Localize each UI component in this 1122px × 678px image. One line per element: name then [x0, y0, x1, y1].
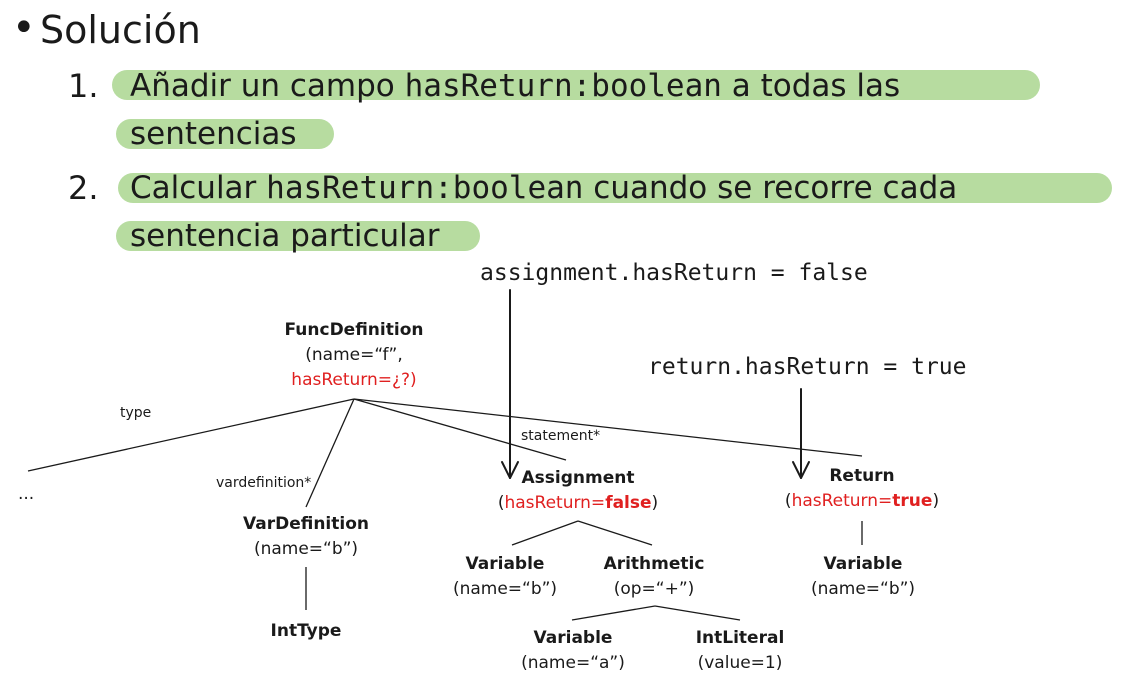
step-1-line2: sentencias: [130, 116, 297, 152]
node-intliteral-name: IntLiteral: [695, 628, 785, 648]
node-assignment-attr: (hasReturn=false): [497, 493, 659, 513]
edge-assign-arith: [577, 520, 653, 546]
step-2-line1-code: hasReturn:boolean: [266, 170, 584, 206]
edge-vardefinition: [305, 398, 355, 508]
node-inttype: IntType: [246, 619, 366, 644]
node-vardefinition: VarDefinition (name=“b”): [226, 512, 386, 562]
node-variable-a-attr: (name=“a”): [521, 653, 625, 673]
node-intliteral: IntLiteral (value=1): [680, 626, 800, 676]
node-variable-a-name: Variable: [533, 628, 613, 648]
highlight-step1-line2: [116, 119, 334, 149]
step-1-line1-pre: Añadir un campo: [130, 68, 405, 104]
step-2-line1: Calcular hasReturn:boolean cuando se rec…: [130, 166, 957, 210]
arrow-assignment-head: [501, 461, 519, 479]
node-funcdefinition: FuncDefinition (name=“f”, hasReturn=¿?): [254, 318, 454, 393]
step-1-line1-post: a todas las: [721, 68, 901, 104]
edge-statement-return: [353, 398, 863, 457]
node-inttype-name: IntType: [270, 621, 342, 641]
node-assignment: Assignment (hasReturn=false): [488, 466, 668, 516]
node-arithmetic-attr: (op=“+”): [613, 579, 695, 599]
step-1-line1-code: hasReturn:boolean: [404, 68, 722, 104]
step-2-line1-pre: Calcular: [130, 170, 267, 206]
node-vardefinition-attr: (name=“b”): [253, 539, 359, 559]
edge-label-type: type: [120, 405, 152, 421]
step-2-number: 2.: [68, 169, 99, 207]
return-annotation: return.hasReturn = true: [648, 354, 967, 380]
edge-statement-assignment: [353, 398, 567, 461]
node-variable-b-assign: Variable (name=“b”): [440, 552, 570, 602]
node-ellipsis: ...: [18, 484, 35, 504]
node-funcdefinition-name: FuncDefinition: [284, 320, 424, 340]
node-return-attr: (hasReturn=true): [784, 491, 940, 511]
node-return: Return (hasReturn=true): [782, 464, 942, 514]
node-arithmetic-name: Arithmetic: [603, 554, 705, 574]
node-vardefinition-name: VarDefinition: [243, 514, 369, 534]
highlight-step2-line1: [118, 173, 1112, 203]
edge-label-statement: statement*: [521, 428, 601, 444]
highlight-step2-line2: [116, 221, 480, 251]
node-variable-b-assign-attr: (name=“b”): [452, 579, 558, 599]
node-variable-b-assign-name: Variable: [465, 554, 545, 574]
step-2-line2: sentencia particular: [130, 218, 440, 254]
node-return-name: Return: [829, 466, 895, 486]
heading-bullet: •: [12, 5, 36, 51]
step-1-line1: Añadir un campo hasReturn:boolean a toda…: [130, 64, 900, 108]
step-2-line1-post: cuando se recorre cada: [583, 170, 958, 206]
arrow-return-head: [792, 461, 810, 479]
node-intliteral-attr: (value=1): [697, 653, 783, 673]
edge-arith-vara: [571, 605, 656, 621]
edge-arith-intlit: [654, 605, 741, 621]
edge-label-vardefinition: vardefinition*: [216, 475, 312, 491]
node-variable-b-return: Variable (name=“b”): [798, 552, 928, 602]
page-title: Solución: [40, 8, 201, 52]
node-variable-a: Variable (name=“a”): [508, 626, 638, 676]
highlight-step1-line1: [112, 70, 1040, 100]
node-funcdefinition-attr1: (name=“f”,: [305, 345, 403, 365]
assignment-annotation: assignment.hasReturn = false: [480, 260, 868, 286]
node-arithmetic: Arithmetic (op=“+”): [594, 552, 714, 602]
node-funcdefinition-attr2: hasReturn=¿?): [291, 370, 417, 390]
node-variable-b-return-name: Variable: [823, 554, 903, 574]
edge-assign-var: [511, 520, 579, 546]
step-1-number: 1.: [68, 67, 99, 105]
edge-type: [27, 398, 355, 472]
node-variable-b-return-attr: (name=“b”): [810, 579, 916, 599]
node-assignment-name: Assignment: [521, 468, 635, 488]
